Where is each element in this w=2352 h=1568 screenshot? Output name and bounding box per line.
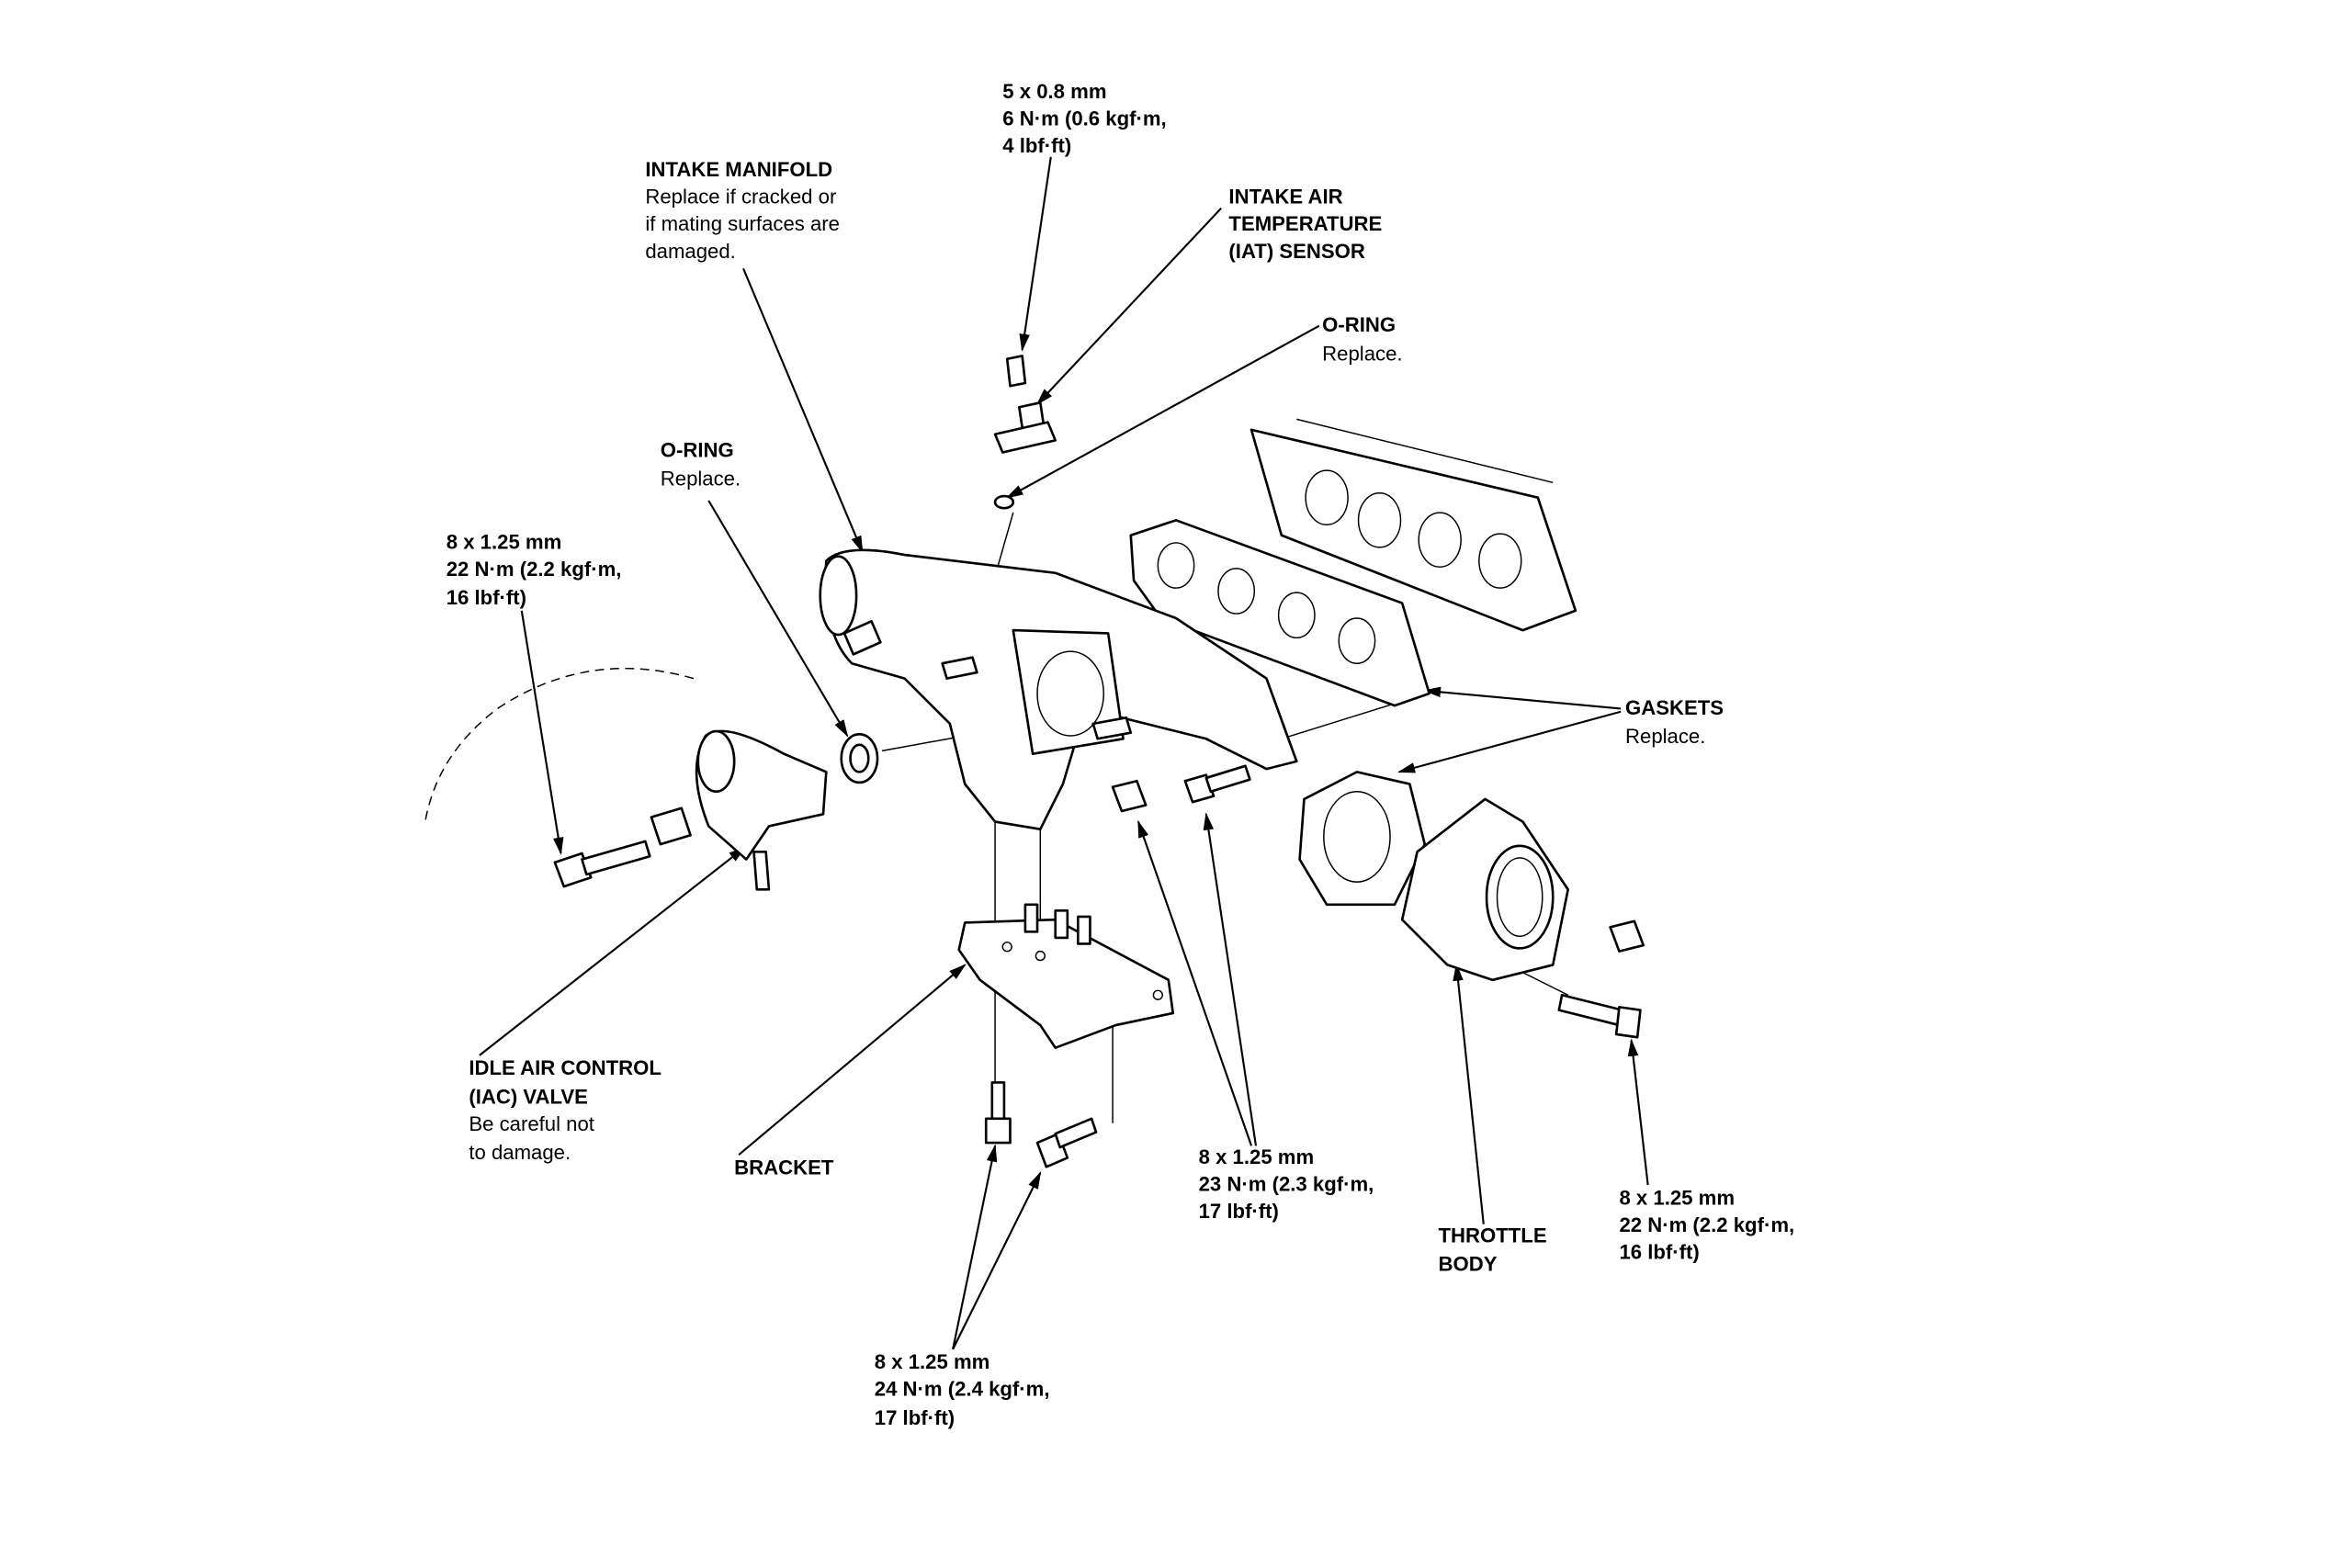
bracket-bolt-size: 8 x 1.25 mm	[875, 1350, 990, 1373]
leader-o-ring-left	[707, 500, 849, 738]
o-ring-left-title: O-RING	[661, 438, 734, 461]
bracket-bolt-torque-imperial: 17 lbf·ft)	[875, 1406, 955, 1429]
leader-bracket-bolt-2	[952, 1171, 1042, 1350]
cylinder-head	[1250, 418, 1577, 632]
iat-bolt-torque-imperial: 4 lbf·ft)	[1002, 134, 1071, 157]
iat-bolt-size: 5 x 0.8 mm	[1002, 80, 1106, 103]
iac-bolt-size: 8 x 1.25 mm	[447, 531, 562, 554]
callout-throttle-body: THROTTLE BODY	[1439, 1224, 1547, 1275]
leader-iat-sensor	[1035, 207, 1223, 406]
callout-o-ring-left: O-RING Replace.	[661, 438, 741, 490]
leader-lines	[479, 156, 1649, 1350]
leader-manifold-bolt-2	[1203, 812, 1258, 1146]
gaskets-title: GASKETS	[1625, 696, 1724, 719]
leader-throttle-body	[1453, 963, 1485, 1224]
leader-gasket-1	[1422, 686, 1622, 710]
callout-o-ring-right: O-RING Replace.	[1322, 313, 1402, 365]
throttle-body-parts	[1298, 771, 1645, 1039]
manifold-bolt-torque-imperial: 17 lbf·ft)	[1199, 1200, 1279, 1223]
leader-gasket-2	[1397, 710, 1622, 773]
iac-valve-title: (IAC) VALVE	[469, 1085, 588, 1108]
leader-intake-manifold	[742, 267, 864, 554]
o-ring-left-note: Replace.	[661, 468, 741, 491]
leader-throttle-bolt	[1627, 1038, 1649, 1186]
callout-throttle-bolts: 8 x 1.25 mm 22 N·m (2.2 kgf·m, 16 lbf·ft…	[1619, 1186, 1794, 1263]
throttle-body-title: THROTTLE	[1439, 1224, 1547, 1247]
bracket-bolts	[984, 1081, 1098, 1168]
intake-manifold-gasket	[1129, 519, 1431, 707]
leader-manifold-bolt-1	[1136, 819, 1253, 1146]
iat-bolt-torque: 6 N·m (0.6 kgf·m,	[1002, 107, 1166, 130]
iac-valve	[553, 729, 879, 891]
manifold-bolt-size: 8 x 1.25 mm	[1199, 1145, 1315, 1168]
iat-sensor-title: (IAT) SENSOR	[1228, 240, 1364, 263]
intake-manifold-note: damaged.	[645, 240, 735, 263]
throttle-bolt-size: 8 x 1.25 mm	[1619, 1186, 1735, 1209]
callout-intake-manifold: INTAKE MANIFOLD Replace if cracked or if…	[645, 158, 840, 263]
leader-iac-valve	[479, 846, 747, 1056]
leader-iat-bolt	[1019, 156, 1052, 352]
callout-iat-bolt: 5 x 0.8 mm 6 N·m (0.6 kgf·m, 4 lbf·ft)	[1002, 80, 1166, 157]
intake-manifold	[819, 548, 1298, 831]
iac-valve-note: Be careful not	[469, 1112, 594, 1135]
callout-iac-valve: IDLE AIR CONTROL (IAC) VALVE Be careful …	[469, 1056, 662, 1164]
o-ring-right-note: Replace.	[1322, 342, 1402, 365]
iac-bolt-torque-imperial: 16 lbf·ft)	[447, 586, 526, 609]
iac-bolt-torque: 22 N·m (2.2 kgf·m,	[447, 558, 622, 581]
iat-sensor-title: TEMPERATURE	[1228, 212, 1382, 235]
callout-manifold-bolts: 8 x 1.25 mm 23 N·m (2.3 kgf·m, 17 lbf·ft…	[1199, 1145, 1374, 1223]
callout-bracket-bolts: 8 x 1.25 mm 24 N·m (2.4 kgf·m, 17 lbf·ft…	[875, 1350, 1050, 1429]
iat-sensor-parts	[993, 355, 1057, 510]
iac-valve-title: IDLE AIR CONTROL	[469, 1056, 662, 1079]
throttle-body-title: BODY	[1439, 1253, 1498, 1276]
gaskets-note: Replace.	[1625, 725, 1705, 748]
callout-gaskets: GASKETS Replace.	[1625, 696, 1724, 748]
leader-iac-bolt	[520, 610, 564, 855]
intake-manifold-note: if mating surfaces are	[645, 212, 840, 235]
callout-iac-bolt: 8 x 1.25 mm 22 N·m (2.2 kgf·m, 16 lbf·ft…	[447, 531, 622, 610]
iac-valve-note: to damage.	[469, 1141, 571, 1164]
intake-manifold-title: INTAKE MANIFOLD	[645, 158, 832, 181]
bracket-title: BRACKET	[734, 1156, 834, 1179]
throttle-bolt-torque-imperial: 16 lbf·ft)	[1619, 1240, 1699, 1263]
leader-o-ring-right	[1005, 324, 1320, 499]
iat-sensor-title: INTAKE AIR	[1228, 186, 1342, 209]
bracket-part	[957, 903, 1175, 1049]
leader-bracket	[738, 964, 967, 1156]
throttle-bolt-torque: 22 N·m (2.2 kgf·m,	[1619, 1213, 1794, 1236]
leader-bracket-bolt-1	[952, 1144, 998, 1350]
callout-iat-sensor: INTAKE AIR TEMPERATURE (IAT) SENSOR	[1228, 186, 1382, 263]
intake-manifold-note: Replace if cracked or	[645, 186, 836, 209]
throttle-gasket-shape	[1298, 771, 1427, 907]
manifold-bolts	[1111, 764, 1251, 813]
o-ring-right-title: O-RING	[1322, 313, 1396, 336]
bracket-bolt-torque: 24 N·m (2.4 kgf·m,	[875, 1378, 1050, 1401]
manifold-bolt-torque: 23 N·m (2.3 kgf·m,	[1199, 1173, 1374, 1196]
callout-bracket: BRACKET	[734, 1156, 834, 1179]
